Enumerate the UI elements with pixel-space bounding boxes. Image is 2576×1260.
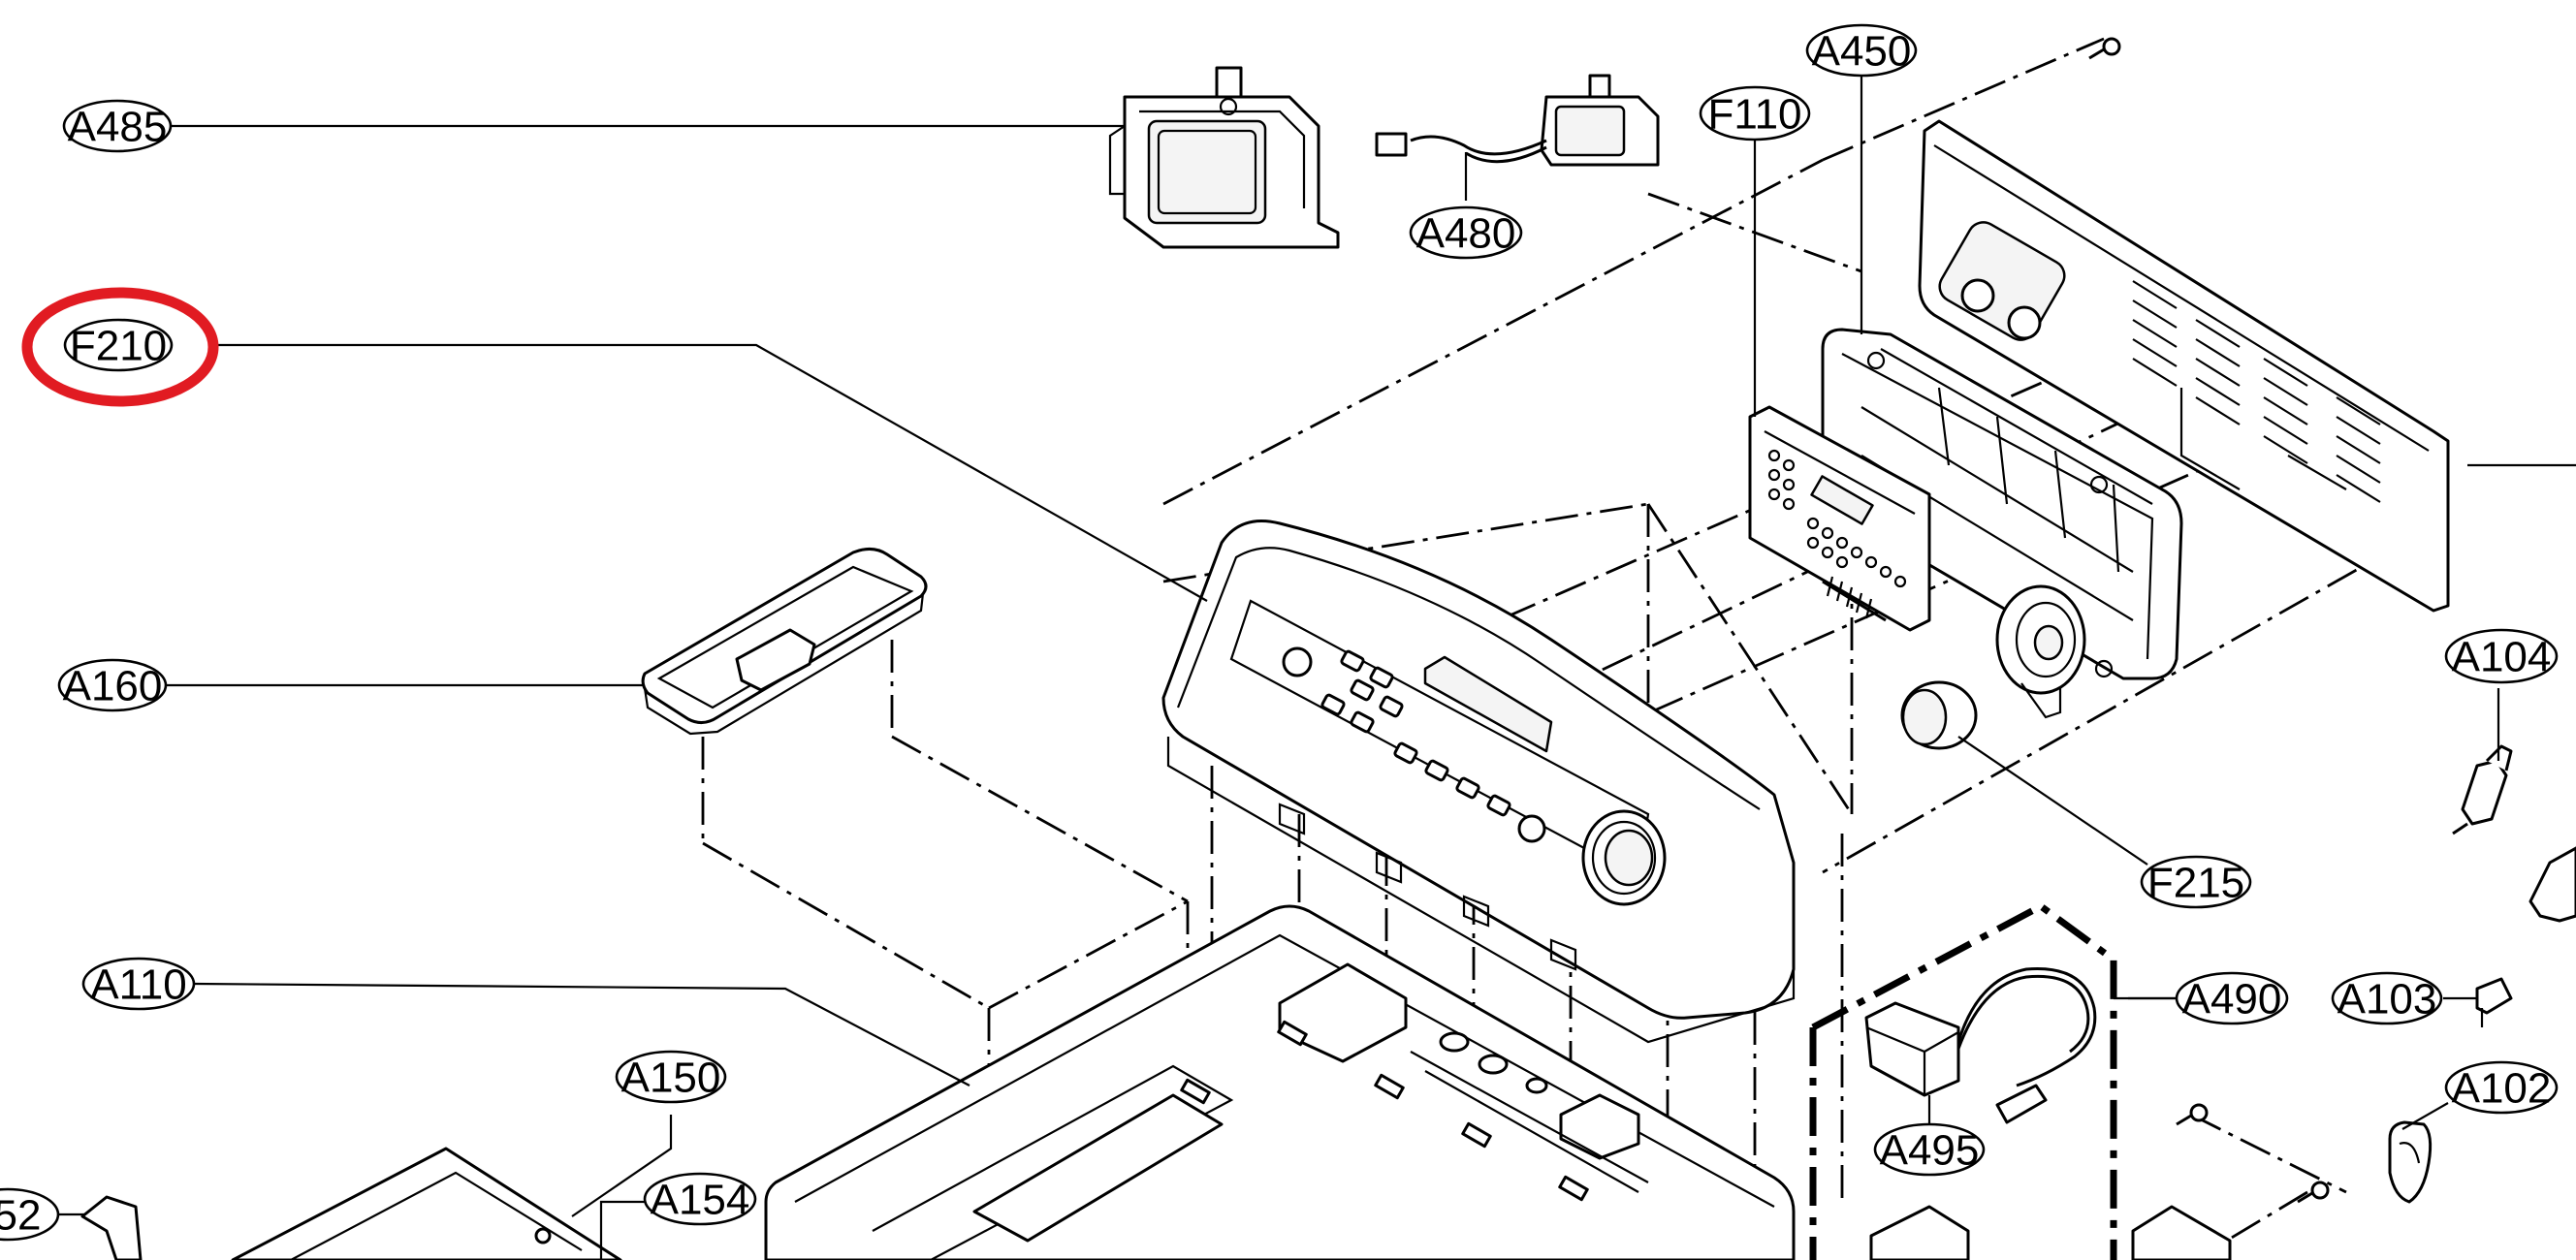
part-f215-knob: [1900, 680, 1978, 750]
label-a450-text: A450: [1812, 28, 1912, 76]
part-a450-housing: [1748, 328, 2183, 719]
label-a102: A102: [2444, 1060, 2559, 1115]
pcb-components: [1767, 449, 1907, 588]
label-a160: A160: [57, 658, 168, 712]
label-a152-text: 52: [0, 1192, 41, 1240]
label-a485: A485: [62, 99, 173, 153]
label-a104: A104: [2444, 628, 2559, 684]
cover-vent-slots: [2132, 280, 2381, 503]
part-back-cover: [1918, 37, 2450, 613]
label-f210-text: F210: [70, 323, 167, 370]
part-a495-sensor: [1864, 967, 2097, 1124]
label-f215: F215: [2140, 855, 2252, 909]
label-a152-partial: 52: [0, 1187, 60, 1242]
part-a104: [2452, 744, 2576, 923]
part-a485-housing: [1108, 66, 1340, 249]
label-f110: F110: [1699, 85, 1811, 142]
label-a480-text: A480: [1416, 210, 1516, 258]
label-a110: A110: [81, 957, 196, 1011]
label-a103-text: A103: [2337, 976, 2437, 1024]
label-a110-text: A110: [90, 961, 187, 1009]
part-a150-tray: [231, 1147, 622, 1260]
label-a104-text: A104: [2452, 634, 2552, 681]
part-a102: [2388, 1120, 2433, 1204]
label-f215-text: F215: [2147, 860, 2244, 907]
label-a490: A490: [2175, 971, 2289, 1025]
label-a490-text: A490: [2182, 976, 2282, 1024]
panel-knob: [1581, 809, 1667, 906]
label-a495-text: A495: [1880, 1127, 1980, 1175]
label-a150: A150: [615, 1050, 727, 1104]
part-a152-clip: [80, 1195, 143, 1260]
label-a450: A450: [1805, 23, 1918, 78]
label-f110-text: F110: [1707, 91, 1801, 139]
label-a480: A480: [1409, 205, 1523, 260]
part-a110-base: [764, 904, 1796, 1260]
label-a102-text: A102: [2452, 1065, 2552, 1113]
label-a150-text: A150: [621, 1055, 721, 1102]
screws-lower-right: [1869, 1103, 2330, 1260]
part-a160-lid: [641, 548, 928, 736]
highlight-circle-f210: [21, 287, 219, 407]
label-a154-text: A154: [651, 1177, 750, 1224]
label-a485-text: A485: [68, 104, 168, 151]
label-f210: F210: [63, 318, 174, 372]
part-a480-switch: [1375, 74, 1660, 167]
leader-lines: [58, 76, 2576, 1260]
part-f210-panel: [1161, 520, 1796, 1044]
label-a160-text: A160: [63, 663, 163, 710]
part-a490-box: [1809, 901, 2117, 1260]
part-a103-clip: [2475, 977, 2513, 1027]
label-a495: A495: [1873, 1122, 1986, 1177]
panel-buttons: [1282, 646, 1546, 843]
label-a154: A154: [643, 1172, 757, 1226]
label-a103: A103: [2331, 971, 2443, 1025]
